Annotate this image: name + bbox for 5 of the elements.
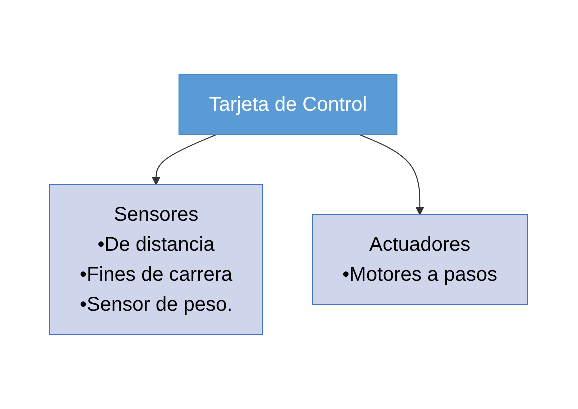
node-box: Actuadores •Motores a pasos <box>312 214 528 305</box>
arrow <box>152 134 217 185</box>
node-box: Tarjeta de Control <box>179 74 398 135</box>
node-box: Sensores •De distancia •Fines de carrera •Sensor de peso. <box>50 184 264 335</box>
arrow <box>360 134 425 215</box>
